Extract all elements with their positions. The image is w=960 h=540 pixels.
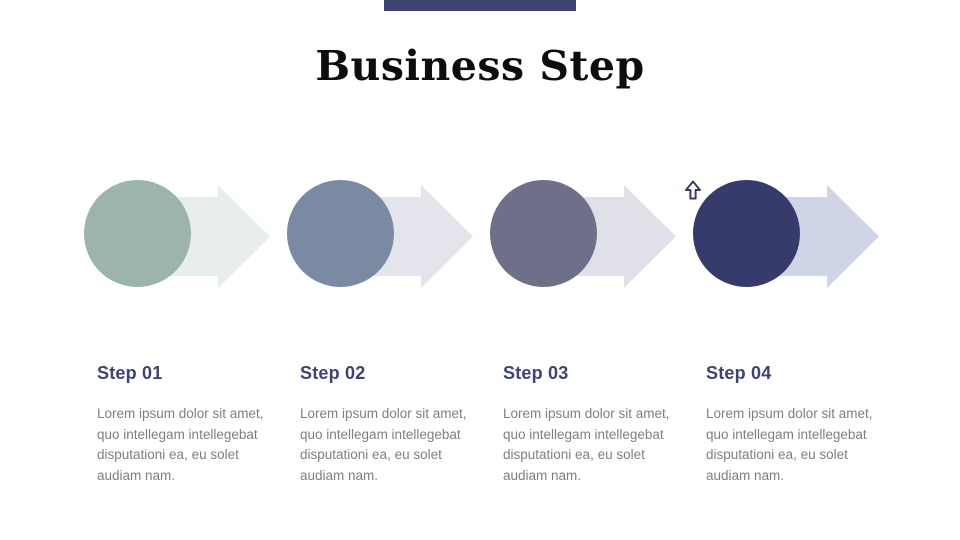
step-label: Step 01 — [97, 363, 163, 383]
step-label: Step 03 — [503, 363, 569, 383]
step-description: Lorem ipsum dolor sit amet, quo intelleg… — [300, 406, 467, 483]
step-label: Step 02 — [300, 363, 366, 383]
step-item: Step 02 Lorem ipsum dolor sit amet, quo … — [274, 167, 490, 486]
step-circle — [274, 167, 394, 287]
cloud-upload-icon — [679, 168, 707, 200]
steps-row: Step 01 Lorem ipsum dolor sit amet, quo … — [67, 161, 896, 486]
page-title: Business Step — [315, 42, 645, 90]
step-item: Step 03 Lorem ipsum dolor sit amet, quo … — [474, 165, 693, 486]
step-circle — [474, 165, 597, 287]
step-label: Step 04 — [706, 363, 772, 383]
monitor-icon — [474, 165, 506, 195]
step-circle — [679, 168, 800, 287]
step-graphic — [679, 168, 896, 288]
step-graphic — [474, 165, 693, 288]
step-item: Step 01 Lorem ipsum dolor sit amet, quo … — [67, 161, 287, 486]
helm-icon — [67, 161, 101, 199]
step-graphic — [274, 167, 490, 288]
history-clock-icon — [274, 167, 300, 194]
step-item: Step 04 Lorem ipsum dolor sit amet, quo … — [679, 168, 896, 486]
step-description: Lorem ipsum dolor sit amet, quo intelleg… — [503, 406, 670, 483]
accent-bar — [384, 0, 576, 11]
step-description: Lorem ipsum dolor sit amet, quo intelleg… — [706, 406, 873, 483]
step-circle — [67, 161, 191, 287]
step-description: Lorem ipsum dolor sit amet, quo intelleg… — [97, 406, 264, 483]
step-graphic — [67, 161, 287, 288]
